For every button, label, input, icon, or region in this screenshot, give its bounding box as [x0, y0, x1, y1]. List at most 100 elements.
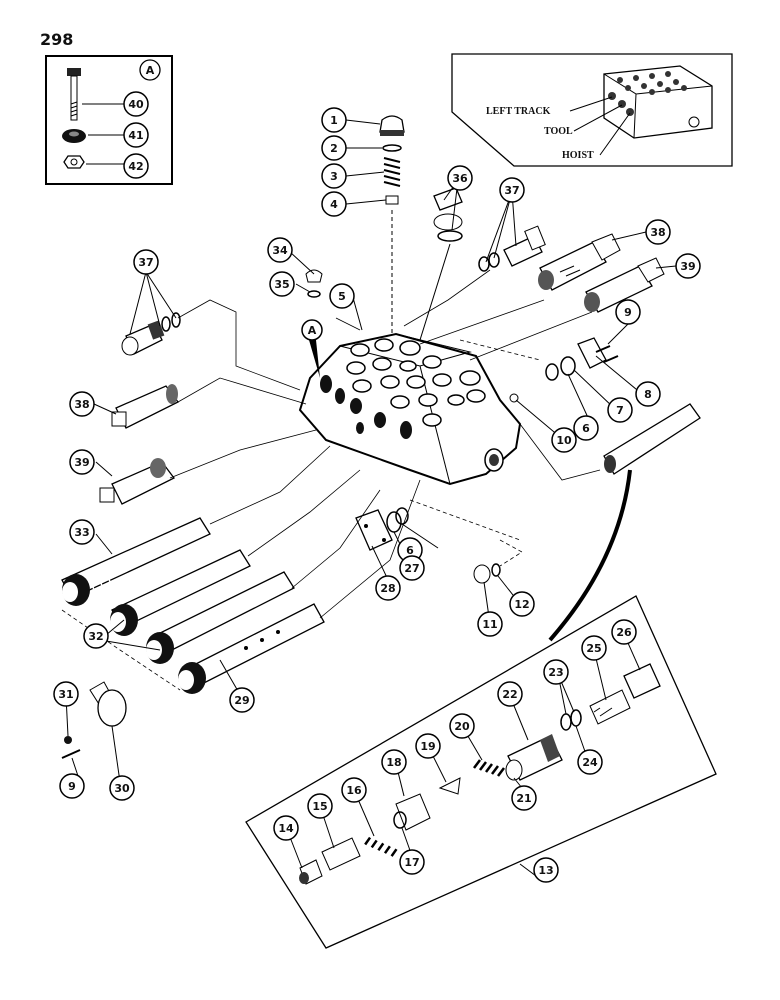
plug-34: [305, 269, 323, 298]
callout-37: 37: [499, 177, 525, 203]
callout-27: 27: [399, 555, 425, 581]
callout-label: 8: [644, 388, 652, 401]
callout-42: 42: [128, 160, 143, 173]
callout-label: 16: [346, 784, 362, 797]
callout-33: 33: [69, 519, 95, 545]
label-hoist: HOIST: [562, 150, 594, 161]
spool-right: [603, 403, 701, 475]
label-tool: TOOL: [544, 126, 573, 137]
callout-label: 37: [504, 184, 519, 197]
valve-body: [298, 332, 522, 486]
poppet-19: [438, 777, 461, 795]
part-14: [299, 859, 323, 885]
plug-11: [473, 563, 501, 584]
plug-36: [419, 187, 463, 341]
callout-label: 15: [312, 800, 327, 813]
callout-label: 33: [74, 526, 89, 539]
valve-block-thumbnail: [603, 65, 713, 139]
callout-label: 3: [330, 170, 338, 183]
relief-valve-38-left: [111, 384, 179, 429]
callout-16: 16: [341, 777, 367, 803]
callout-13: 13: [533, 857, 559, 883]
callout-label: 13: [538, 864, 553, 877]
detail-box-13: [245, 595, 717, 949]
callout-label: 7: [616, 404, 624, 417]
relief-valve-39-top: [584, 257, 665, 313]
callout-label: 28: [380, 582, 395, 595]
section-tag-a: A: [308, 324, 317, 337]
relief-valve-39-left: [99, 458, 175, 505]
part-15: [321, 837, 361, 871]
callout-label: 24: [582, 756, 598, 769]
callout-label: 25: [586, 642, 601, 655]
part-18: [393, 793, 431, 831]
callout-10: 10: [551, 427, 577, 453]
spool-29: [178, 603, 325, 694]
relief-cap-stack: [379, 115, 405, 334]
callout-21: 21: [511, 785, 537, 811]
callout-label: 37: [138, 256, 153, 269]
callout-label: 36: [452, 172, 468, 185]
callout-9: 9: [615, 299, 641, 325]
callout-label: 6: [406, 544, 414, 557]
callout-label: 29: [234, 694, 249, 707]
callout-label: 20: [454, 720, 470, 733]
callout-label: 9: [624, 306, 632, 319]
guide-lines: [61, 269, 601, 691]
label-left-track: LEFT TRACK: [486, 106, 551, 117]
callout-1: 1: [321, 107, 347, 133]
callout-4: 4: [321, 191, 347, 217]
callout-label: 2: [330, 142, 338, 155]
callout-35: 35: [269, 271, 295, 297]
spool-32-lower: [146, 571, 295, 664]
callout-36: 36: [447, 165, 473, 191]
callout-20: 20: [449, 713, 475, 739]
callout-label: 5: [338, 290, 346, 303]
callout-5: 5: [329, 283, 355, 309]
callout-label: 30: [114, 782, 130, 795]
sleeve-22: [505, 734, 563, 781]
callout-label: 39: [680, 260, 695, 273]
nut-26: [623, 663, 661, 699]
bolts-9-right: [595, 345, 619, 363]
callout-label: 21: [516, 792, 531, 805]
callout-28: 28: [375, 575, 401, 601]
spool-33: [61, 517, 211, 606]
callout-39: 39: [675, 253, 701, 279]
callout-38-2: 38: [69, 391, 95, 417]
callout-label: 27: [404, 562, 419, 575]
callout-label: 26: [616, 626, 632, 639]
fitting-37-top: [478, 225, 546, 272]
callout-7: 7: [607, 397, 633, 423]
callout-15: 15: [307, 793, 333, 819]
callout-label: 4: [330, 198, 338, 211]
callout-label: 31: [58, 688, 73, 701]
callout-label: 38: [74, 398, 89, 411]
callout-18: 18: [381, 749, 407, 775]
fitting-37-left: [121, 312, 181, 356]
inset-tag-a: A: [146, 64, 155, 77]
callout-6: 6: [573, 415, 599, 441]
callout-label: 6: [582, 422, 590, 435]
callout-23: 23: [543, 659, 569, 685]
cover-28: [355, 509, 393, 551]
section-pointer-a: A: [301, 319, 323, 378]
callout-label: 1: [330, 114, 338, 127]
cap-30: [89, 681, 127, 727]
callout-label: 35: [274, 278, 289, 291]
rings-23-24: [560, 709, 582, 731]
callout-label: 38: [650, 226, 665, 239]
callout-17: 17: [399, 849, 425, 875]
callout-8: 8: [635, 381, 661, 407]
callout-label: 10: [556, 434, 572, 447]
callout-31: 31: [53, 681, 79, 707]
bolt-part: [67, 68, 81, 121]
callout-30: 30: [109, 775, 135, 801]
spring-20: [473, 759, 505, 777]
callout-label: 14: [278, 822, 294, 835]
nut-part: [63, 155, 85, 169]
spring-16: [364, 836, 398, 857]
callout-label: 18: [386, 756, 401, 769]
bolt-9-left: [61, 749, 81, 759]
callout-38: 38: [645, 219, 671, 245]
